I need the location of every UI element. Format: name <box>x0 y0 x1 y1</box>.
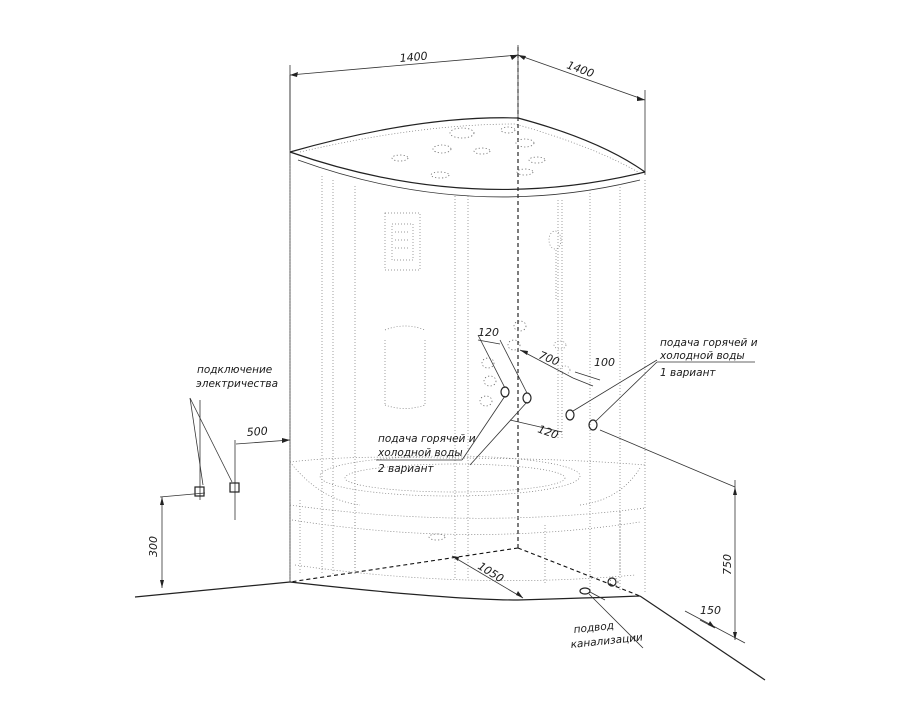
dim-valve-spacing-b: 120 <box>536 423 560 442</box>
socket-icon <box>229 482 240 493</box>
room-lines <box>134 45 766 681</box>
label-water-v2-line2: холодной воды <box>377 447 463 459</box>
roof-lights <box>391 126 546 179</box>
label-water-v2-line1: подача горячей и <box>378 433 476 445</box>
label-water-v1-line2: холодной воды <box>659 350 745 362</box>
label-water-v1-line3: 1 вариант <box>660 367 716 379</box>
label-electric-line2: электричества <box>196 378 278 390</box>
dim-valve-elevation: 750 <box>721 554 734 575</box>
dim-electric-height: 300 <box>147 536 160 557</box>
dim-valve-height: 700 <box>537 349 561 369</box>
label-electric-line1: подключение <box>197 364 272 376</box>
cabin-shell <box>289 117 646 601</box>
water-supply-v2: подача горячей и холодной воды 2 вариант… <box>376 326 563 475</box>
pipe-hot-icon <box>500 386 510 398</box>
control-panel <box>384 212 421 271</box>
dim-valve-gap: 100 <box>594 356 615 369</box>
shower-riser <box>548 200 571 440</box>
electric-connection: подключение электричества 500 300 <box>147 364 291 588</box>
label-water-v2-line3: 2 вариант <box>378 463 434 475</box>
dim-electric-offset: 500 <box>246 425 268 439</box>
dim-drain-offset: 150 <box>700 604 721 617</box>
label-water-v1-line1: подача горячей и <box>660 337 758 349</box>
dim-top-width: 1400 <box>399 50 428 65</box>
top-dimensions: 1400 1400 <box>289 45 646 175</box>
pipe-cold-icon <box>588 419 598 431</box>
socket-icon <box>194 486 205 497</box>
pipe-hot-icon <box>565 409 575 421</box>
drain-icon <box>607 577 617 587</box>
floor-diagonal: 1050 <box>451 555 524 599</box>
dim-diagonal: 1050 <box>475 560 506 586</box>
pipe-cold-icon <box>522 392 532 404</box>
label-drain-line1: подвод <box>573 620 614 636</box>
water-supply-v1: подача горячей и холодной воды 1 вариант… <box>519 337 758 431</box>
drain-icon <box>579 587 591 595</box>
dim-valve-spacing-a: 120 <box>478 326 499 339</box>
vertical-dimension: 750 <box>599 429 737 640</box>
drain-connection: подвод канализации 150 <box>570 577 746 651</box>
